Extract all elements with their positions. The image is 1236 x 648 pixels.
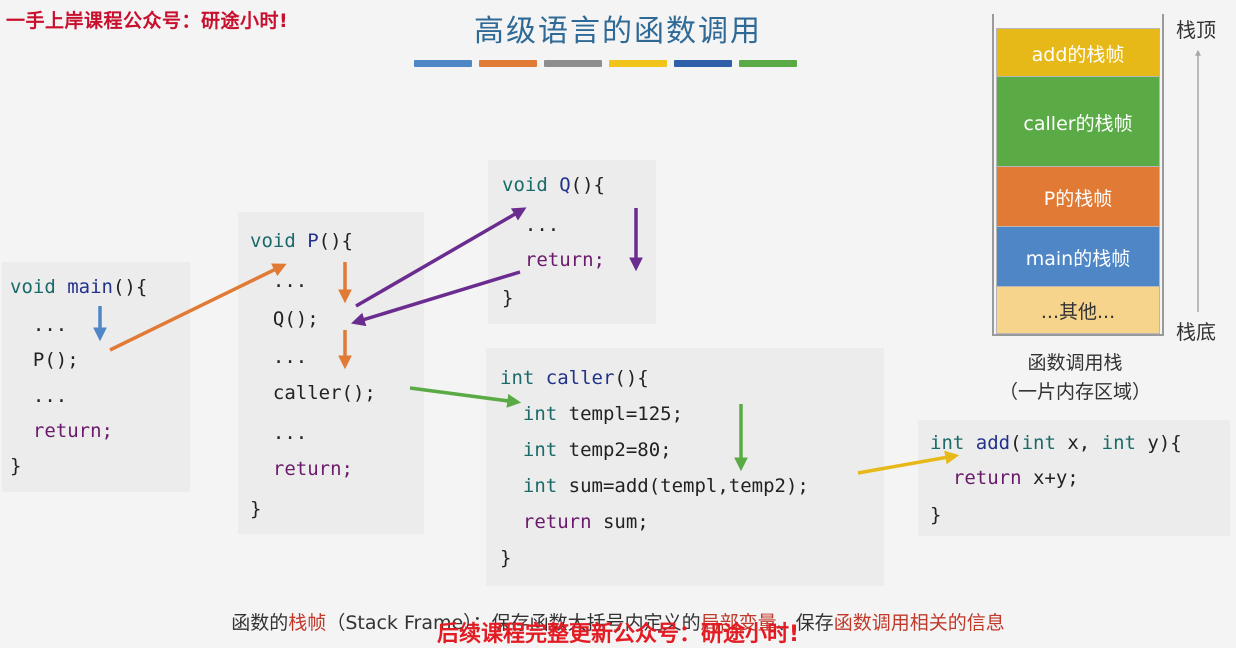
stack-wall-left [992,14,994,336]
arrow-main-to-p [109,263,287,352]
code-line: ... [250,422,308,444]
code-line: } [250,498,262,520]
code-block-main: void main(){ ... P(); ... return; } [2,262,190,492]
code-line: return sum; [500,511,649,533]
code-line: int add(int x, int y){ [930,432,1182,454]
code-line: int caller(){ [500,367,649,389]
stack-top-label: 栈顶 [1176,18,1216,42]
code-line: ... [250,346,308,368]
footer-highlight: 函数调用相关的信息 [833,612,1005,634]
code-line: return; [250,458,353,480]
color-bar-segment [739,60,797,67]
stack-frame-caller: caller的栈帧 [996,76,1160,168]
footer-caption: 函数的栈帧（Stack Frame）：保存函数大括号内定义的局部变量、保存函数调… [0,608,1236,635]
stack-floor [992,334,1164,336]
footer-text: （Stack Frame）：保存函数大括号内定义的 [326,612,701,634]
code-block-q: void Q(){ ... return; } [488,160,656,324]
footer-text: 函数的 [231,612,289,634]
watermark-top: 一手上岸课程公众号：研途小时! [6,10,289,32]
color-bar-segment [609,60,667,67]
code-line: ... [502,214,560,236]
footer-text: 、保存 [776,612,834,634]
code-line: void main(){ [10,276,148,298]
code-line: Q(); [250,308,319,330]
code-block-p: void P(){ ... Q(); ... caller(); ... ret… [238,212,424,534]
code-line: } [502,287,514,309]
color-bar-segment [414,60,472,67]
color-bar-segment [544,60,602,67]
page-title: 高级语言的函数调用 [474,14,762,49]
footer-highlight: 局部变量 [700,612,777,634]
stack-caption-subtitle: （一片内存区域） [998,381,1151,403]
arrow-caller-to-add [857,450,960,475]
code-block-caller: int caller(){ int templ=125; int temp2=8… [486,348,884,586]
code-line: ... [10,314,68,336]
stack-frame-other: ...其他... [996,286,1160,334]
code-line: ... [10,385,68,407]
stack-frame-add: add的栈帧 [996,28,1160,78]
code-line: return x+y; [952,467,1079,489]
code-line: void P(){ [250,230,353,252]
call-stack: add的栈帧 caller的栈帧 P的栈帧 main的栈帧 ...其他... [988,14,1170,336]
code-line: } [930,504,942,526]
code-line: P(); [10,349,79,371]
stack-caption-title: 函数调用栈 [1027,352,1123,374]
footer-highlight: 栈帧 [288,612,327,634]
code-line: int templ=125; [522,403,684,425]
code-line: caller(); [250,382,376,404]
stack-frame-main: main的栈帧 [996,226,1160,288]
color-bar-segment [479,60,537,67]
code-line: return; [10,420,113,442]
code-line: void Q(){ [502,174,605,196]
stack-wall-right [1162,14,1164,336]
code-line: } [500,547,512,569]
code-line: return; [502,249,605,271]
code-line: } [10,455,22,477]
arrow-q-return [350,270,521,327]
arrow-p-to-caller [409,386,522,408]
stack-bottom-label: 栈底 [1176,320,1216,344]
color-bar-segment [674,60,732,67]
code-block-add: int add(int x, int y){ return x+y; } [918,420,1230,536]
arrow-p-to-q [355,207,527,308]
watermark-bottom: 后续课程完整更新公众号：研途小时! [436,622,800,647]
title-color-bar [414,60,797,67]
code-line: int temp2=80; [522,439,672,461]
code-line: int sum=add(templ,temp2); [522,475,809,497]
